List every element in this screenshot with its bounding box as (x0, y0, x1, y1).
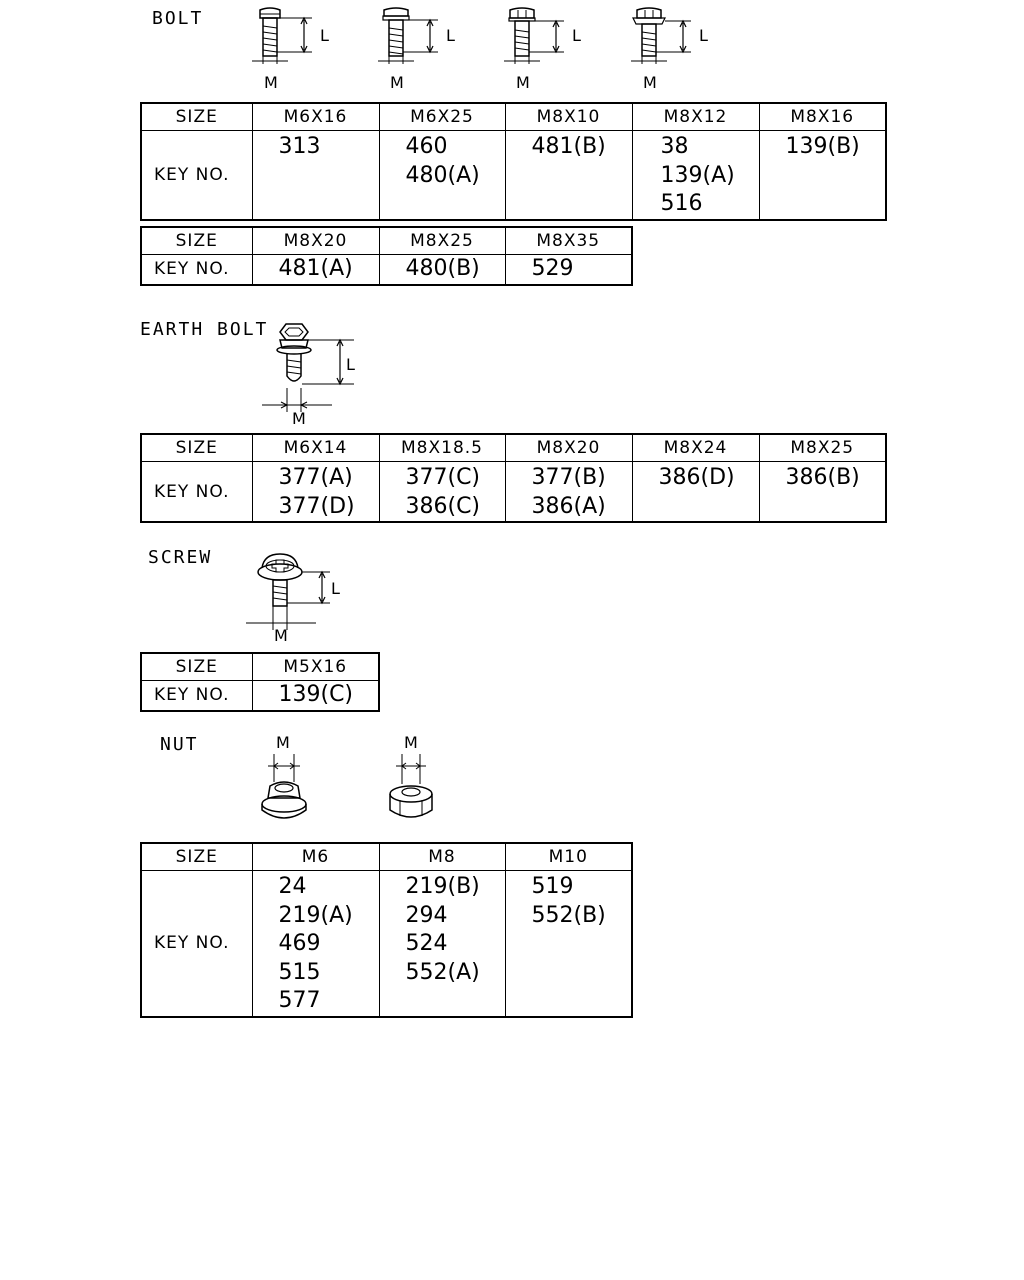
key-no-cell: 481(B) (531, 134, 606, 159)
key-no-cell: 386(B) (785, 465, 860, 490)
earth-bolt-size-table: SIZE M6X14 M8X18.5 M8X20 M8X24 M8X25 KEY… (140, 433, 887, 523)
key-no-label: KEY NO. (140, 870, 253, 1017)
size-cell: M8X20 (251, 226, 380, 255)
key-no-cell: 313 (278, 134, 321, 159)
screw-size-table: SIZE M5X16 KEY NO. 139(C) (140, 652, 380, 712)
bolt-M-label: M (264, 73, 278, 92)
key-no-cell: 481(A) (278, 256, 353, 281)
size-label: SIZE (140, 842, 253, 871)
svg-text:L: L (331, 579, 340, 598)
earth-bolt-title: EARTH BOLT (140, 319, 269, 340)
svg-text:M: M (516, 73, 530, 92)
size-cell: M8X16 (758, 102, 887, 131)
svg-text:L: L (446, 26, 455, 45)
svg-text:M: M (292, 409, 306, 428)
size-cell: M5X16 (251, 652, 380, 681)
key-no-cell: 139(C) (278, 682, 354, 707)
key-no-cell: 38 139(A) 516 (660, 134, 735, 216)
size-label: SIZE (140, 102, 253, 131)
size-cell: M8X24 (631, 433, 760, 462)
svg-text:M: M (643, 73, 657, 92)
svg-text:M: M (390, 73, 404, 92)
size-label: SIZE (140, 652, 253, 681)
key-no-label: KEY NO. (140, 680, 253, 711)
bolt-figure-1: L M (252, 7, 329, 92)
size-cell: M8X25 (378, 226, 506, 255)
screw-figure: L M (246, 553, 340, 645)
size-cell: M8X18.5 (378, 433, 506, 462)
size-cell: M6 (251, 842, 380, 871)
key-no-cell: 519 552(B) (531, 874, 606, 928)
size-cell: M6X16 (251, 102, 380, 131)
size-cell: M8X25 (758, 433, 887, 462)
size-cell: M8X12 (631, 102, 760, 131)
key-no-label: KEY NO. (140, 130, 253, 220)
screw-title: SCREW (148, 547, 213, 568)
size-label: SIZE (140, 226, 253, 255)
flange-nut-figure: M (261, 733, 307, 819)
svg-text:L: L (346, 355, 355, 374)
size-cell: M8 (378, 842, 506, 871)
key-no-label: KEY NO. (140, 461, 253, 523)
bolt-size-table-2: SIZE M8X20 M8X25 M8X35 KEY NO. 481(A) 48… (140, 226, 633, 286)
svg-text:M: M (404, 733, 418, 752)
svg-text:L: L (699, 26, 708, 45)
size-cell: M6X25 (378, 102, 506, 131)
svg-text:L: L (572, 26, 581, 45)
bolt-figure-4: L M (631, 7, 708, 92)
bolt-title: BOLT (152, 8, 204, 29)
key-no-cell: 529 (531, 256, 574, 281)
key-no-cell: 377(C) 386(C) (405, 465, 481, 519)
svg-text:M: M (276, 733, 290, 752)
key-no-cell: 480(B) (405, 256, 480, 281)
hex-nut-figure: M (389, 733, 433, 818)
key-no-cell: 24 219(A) 469 515 577 (278, 874, 353, 1013)
size-cell: M8X35 (504, 226, 633, 255)
size-cell: M8X20 (504, 433, 633, 462)
key-no-cell: 377(B) 386(A) (531, 465, 606, 519)
size-cell: M6X14 (251, 433, 380, 462)
key-no-label: KEY NO. (140, 254, 253, 285)
key-no-cell: 219(B) 294 524 552(A) (405, 874, 480, 985)
earth-bolt-figure: L M (262, 323, 355, 428)
key-no-cell: 139(B) (785, 134, 860, 159)
bolt-figure-2: L M (378, 7, 455, 92)
key-no-cell: 377(A) 377(D) (278, 465, 355, 519)
size-cell: M10 (504, 842, 633, 871)
bolt-size-table-1: SIZE M6X16 M6X25 M8X10 M8X12 M8X16 KEY N… (140, 102, 887, 221)
svg-text:M: M (274, 626, 288, 645)
key-no-cell: 386(D) (658, 465, 735, 490)
size-label: SIZE (140, 433, 253, 462)
size-cell: M8X10 (504, 102, 633, 131)
bolt-L-label: L (320, 26, 329, 45)
key-no-cell: 460 480(A) (405, 134, 480, 188)
nut-title: NUT (160, 734, 199, 755)
nut-size-table: SIZE M6 M8 M10 KEY NO. 24 219(A) 469 515… (140, 842, 633, 1018)
bolt-figure-3: L M (504, 7, 581, 92)
